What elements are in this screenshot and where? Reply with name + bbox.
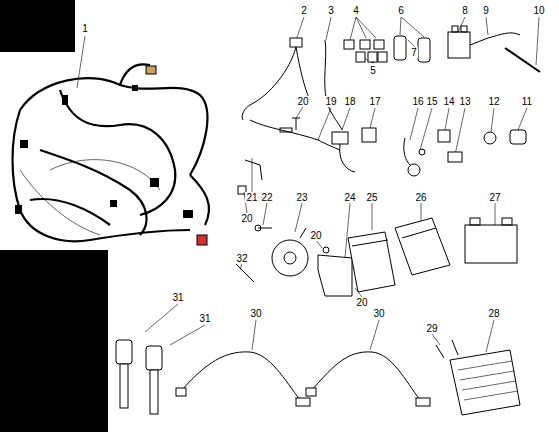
- callout-number: 1: [81, 23, 89, 34]
- callout-number: 11: [521, 96, 533, 107]
- callout-number: 3: [327, 5, 335, 16]
- callout-number: 13: [458, 96, 471, 107]
- callout-number: 2: [300, 5, 308, 16]
- callout-number: 18: [343, 96, 356, 107]
- callout-number: 20: [296, 96, 309, 107]
- callout-number: 9: [482, 5, 490, 16]
- callout-number: 5: [369, 65, 377, 76]
- callout-number: 30: [372, 308, 385, 319]
- callout-number: 31: [198, 313, 211, 324]
- callout-number: 20: [355, 297, 368, 308]
- callout-number: 19: [324, 96, 337, 107]
- callout-number: 28: [487, 308, 500, 319]
- callout-number: 7: [410, 47, 418, 58]
- callout-number: 12: [487, 96, 500, 107]
- callout-number: 10: [532, 5, 545, 16]
- callout-number: 21: [245, 192, 258, 203]
- callout-number: 8: [461, 5, 469, 16]
- callout-number: 32: [235, 253, 248, 264]
- callout-number: 31: [171, 292, 184, 303]
- callout-number: 27: [488, 192, 501, 203]
- callout-number: 14: [442, 96, 455, 107]
- callout-number: 4: [352, 5, 360, 16]
- callout-number: 26: [414, 192, 427, 203]
- callout-number: 29: [425, 323, 438, 334]
- callout-number: 20: [309, 230, 322, 241]
- callout-number: 30: [249, 308, 262, 319]
- callout-number: 23: [295, 192, 308, 203]
- callout-number: 15: [425, 96, 438, 107]
- callout-number: 24: [343, 192, 356, 203]
- callout-number: 22: [260, 192, 273, 203]
- callout-number: 16: [411, 96, 424, 107]
- callout-number: 17: [368, 96, 381, 107]
- callout-number: 20: [240, 213, 253, 224]
- callout-number: 25: [365, 192, 378, 203]
- callout-number: 6: [397, 5, 405, 16]
